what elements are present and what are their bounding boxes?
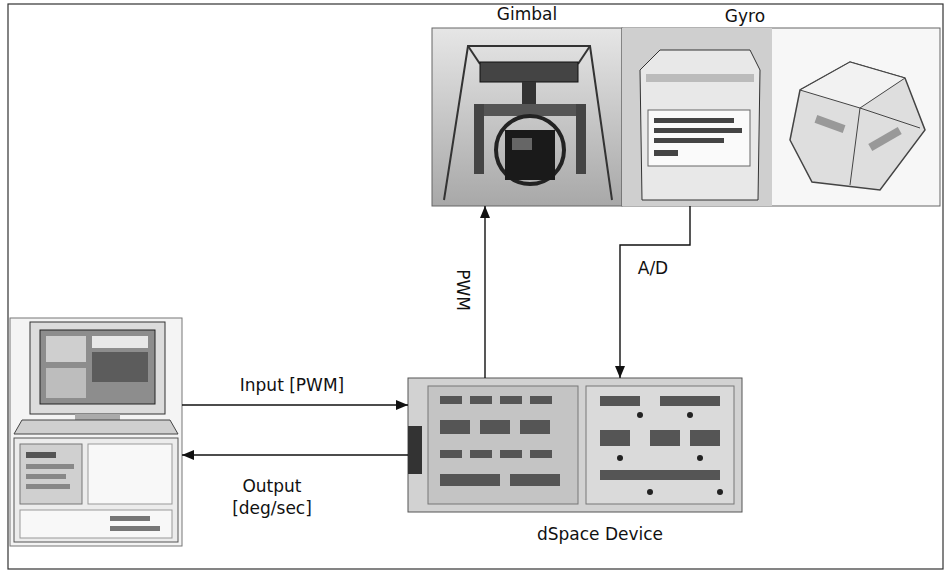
signal-arrow [620,206,690,378]
outer-frame [8,4,943,569]
node-heading: Gimbal [497,4,557,24]
gimbal-photo: Gimbal [432,28,622,206]
gimbal-picture [432,28,622,206]
computer-photo [10,318,182,546]
signal-label: Input [PWM] [238,374,346,396]
gyro-picture [622,28,940,206]
computer-picture [10,318,182,546]
signal-label: PWM [452,267,474,313]
node-heading: dSpace Device [537,524,663,544]
dspace-device-photo: dSpace Device [408,378,742,512]
dspace-device-picture [408,378,742,512]
gyro-photo: Gyro [622,28,940,206]
signal-arrow [484,206,485,378]
signal-arrow [182,454,408,455]
node-heading: Gyro [725,6,765,26]
signal-label: Output [deg/sec] [220,475,324,519]
signal-arrow [182,404,408,405]
signal-label: A/D [636,257,670,279]
